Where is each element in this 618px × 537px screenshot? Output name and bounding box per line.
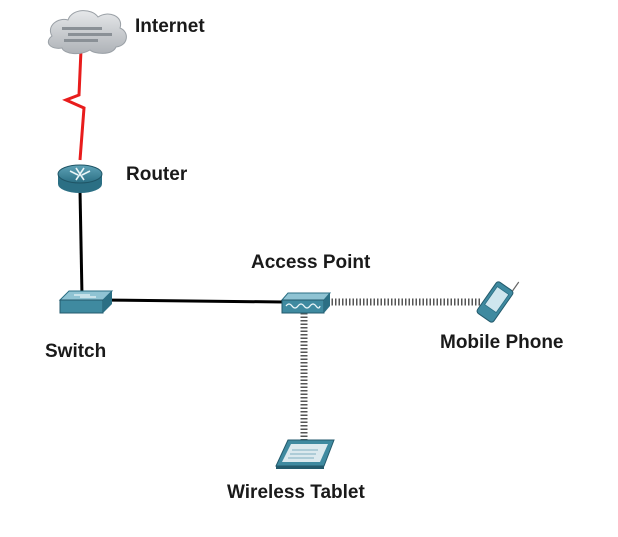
router-icon[interactable] [57, 164, 103, 193]
access-point-label: Access Point [251, 252, 371, 273]
mobile-phone-icon[interactable] [476, 272, 520, 324]
access-point-icon[interactable] [280, 292, 332, 314]
switch-label: Switch [45, 341, 107, 362]
mobile-phone-label: Mobile Phone [440, 332, 564, 353]
wireless-tablet-label: Wireless Tablet [227, 482, 365, 503]
link-router-switch [78, 189, 84, 297]
switch-icon[interactable] [58, 290, 114, 314]
tablet-icon[interactable] [275, 439, 335, 469]
link-internet-router [62, 49, 86, 161]
cloud-icon[interactable] [47, 10, 127, 55]
router-label: Router [126, 164, 188, 185]
link-switch-access-point [99, 298, 284, 304]
internet-label: Internet [135, 16, 205, 37]
